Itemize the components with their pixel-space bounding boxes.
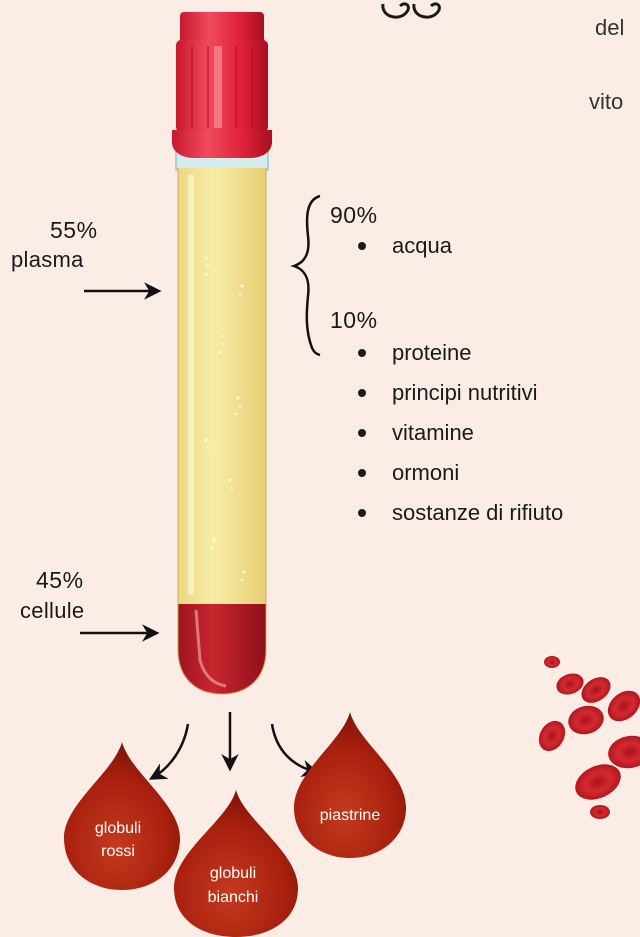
list-item: principi nutritivi (355, 373, 563, 413)
drop-label-line2: rossi (101, 843, 135, 860)
test-tube (172, 12, 272, 694)
drop-piastrine: piastrine (294, 712, 406, 858)
list-item-label: vitamine (392, 420, 474, 445)
bullet (358, 349, 366, 357)
water-list: acqua (355, 226, 452, 266)
arrow-to-globuli-rossi (152, 724, 188, 778)
list-item-label: principi nutritivi (392, 380, 538, 405)
plasma-percent: 55% (50, 217, 98, 244)
header-fragment-line2: vito (589, 89, 623, 115)
drop-label-line1: globuli (210, 865, 256, 882)
solutes-list: proteine principi nutritivi vitamine orm… (355, 333, 563, 533)
bullet (358, 509, 366, 517)
list-item-label: proteine (392, 340, 472, 365)
bullet (358, 469, 366, 477)
list-item-label: acqua (392, 233, 452, 258)
list-item: vitamine (355, 413, 563, 453)
drop-label-line2: bianchi (208, 889, 259, 906)
header-fragment-line1: del (595, 15, 624, 41)
drop-globuli-bianchi: globuli bianchi (174, 790, 298, 937)
drop-globuli-rossi: globuli rossi (64, 742, 180, 890)
list-item-label: sostanze di rifiuto (392, 500, 563, 525)
cells-label: cellule (20, 598, 84, 624)
tube-cap (172, 12, 272, 158)
decorative-curls (383, 4, 440, 17)
red-blood-cells (534, 656, 640, 819)
drop-label-line1: piastrine (320, 807, 381, 824)
bullet (358, 429, 366, 437)
solutes-percent: 10% (330, 307, 378, 334)
plasma-brace (294, 196, 320, 355)
list-item: proteine (355, 333, 563, 373)
bullet (358, 242, 366, 250)
bullet (358, 389, 366, 397)
drop-label-line1: globuli (95, 820, 141, 837)
water-percent: 90% (330, 202, 378, 229)
list-item: acqua (355, 226, 452, 266)
list-item-label: ormoni (392, 460, 459, 485)
arrow-to-piastrine (272, 724, 316, 772)
plasma-label: plasma (11, 247, 84, 273)
list-item: sostanze di rifiuto (355, 493, 563, 533)
cells-percent: 45% (36, 567, 84, 594)
list-item: ormoni (355, 453, 563, 493)
